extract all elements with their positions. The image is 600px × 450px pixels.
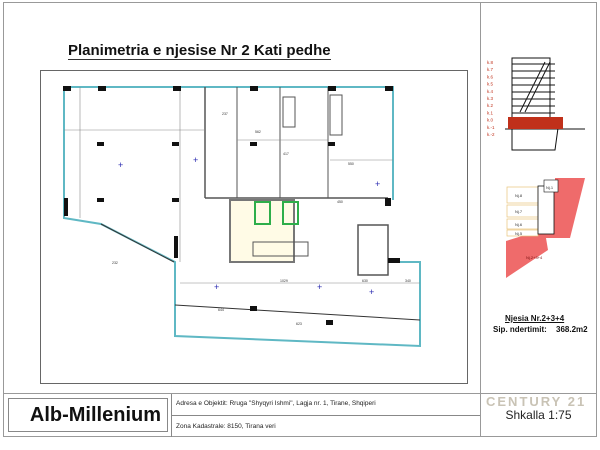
unit-label: Nj.7 bbox=[515, 209, 523, 214]
marker: + bbox=[193, 155, 198, 165]
divider bbox=[480, 2, 481, 437]
dimension-label: 232 bbox=[112, 261, 118, 265]
marker: + bbox=[118, 160, 123, 170]
key-plan: Nj.8 Nj.7 Nj.6 Nj.5 Nj.1 Nj.2+3+4 bbox=[506, 178, 585, 278]
floor-label: k.1 bbox=[487, 110, 494, 115]
marker: + bbox=[369, 287, 374, 297]
dimension-label: 644 bbox=[218, 308, 224, 312]
page-title: Planimetria e njesise Nr 2 Kati pedhe bbox=[68, 42, 331, 60]
dimension-label: 417 bbox=[283, 152, 289, 156]
floor-label: k.5 bbox=[487, 82, 494, 87]
floor-label: k.6 bbox=[487, 74, 494, 79]
outer-wall bbox=[63, 87, 421, 348]
drawing-sheet bbox=[3, 2, 597, 437]
dimension-label: 630 bbox=[362, 279, 368, 283]
floor-label: k.-1 bbox=[487, 125, 495, 130]
unit-label: Nj.6 bbox=[515, 222, 523, 227]
unit-label: Nj.2+3+4 bbox=[526, 255, 543, 260]
elevator bbox=[254, 201, 271, 225]
plan-frame bbox=[40, 70, 468, 384]
floor-label: k.2 bbox=[487, 103, 494, 108]
marker: + bbox=[214, 282, 219, 292]
elevator bbox=[282, 201, 299, 225]
dimension-label: 1029 bbox=[280, 279, 288, 283]
stair-core bbox=[229, 199, 295, 263]
dimension-label: 340 bbox=[405, 279, 411, 283]
address-text: Adresa e Objektit: Rruga "Shyqyri Ishmi"… bbox=[176, 400, 376, 407]
floor-label: k.7 bbox=[487, 67, 494, 72]
unit-label: Nj.1 bbox=[546, 185, 554, 190]
floor-label: k.-2 bbox=[487, 132, 495, 137]
marker: + bbox=[317, 282, 322, 292]
unit-number: Njesia Nr.2+3+4 bbox=[505, 314, 565, 323]
floor-label: k.8 bbox=[487, 60, 494, 65]
company-box: Alb-Millenium bbox=[8, 398, 168, 432]
highlighted-floor bbox=[508, 117, 563, 129]
divider bbox=[3, 393, 597, 394]
dimension-label: 562 bbox=[255, 130, 261, 134]
watermark: CENTURY 21 bbox=[486, 394, 587, 409]
unit-label: Nj.8 bbox=[515, 193, 523, 198]
area-value: 368.2m2 bbox=[556, 325, 588, 334]
divider bbox=[171, 415, 480, 416]
building-section: k.8 k.7 k.6 k.5 k.4 k.3 k.2 k.1 k.0 k.-1 k.-2 bbox=[487, 57, 585, 151]
cadastral-zone: Zona Kadastrale: 8150, Tirana veri bbox=[176, 423, 276, 430]
dimension-label: 237 bbox=[222, 112, 228, 116]
scale-label: Shkalla 1:75 bbox=[505, 408, 572, 422]
unit-label: Nj.5 bbox=[515, 231, 523, 236]
floor-label: k.0 bbox=[487, 118, 494, 123]
floor-label: k.3 bbox=[487, 96, 494, 101]
marker: + bbox=[375, 179, 380, 189]
area-label: Sip. ndertimit: bbox=[493, 325, 547, 334]
outer-wall bbox=[64, 86, 394, 200]
dimension-label: 550 bbox=[348, 162, 354, 166]
floor-label: k.4 bbox=[487, 89, 494, 94]
dimension-label: 450 bbox=[337, 200, 343, 204]
company-name: Alb-Millenium bbox=[29, 403, 161, 426]
dimension-label: 623 bbox=[296, 322, 302, 326]
